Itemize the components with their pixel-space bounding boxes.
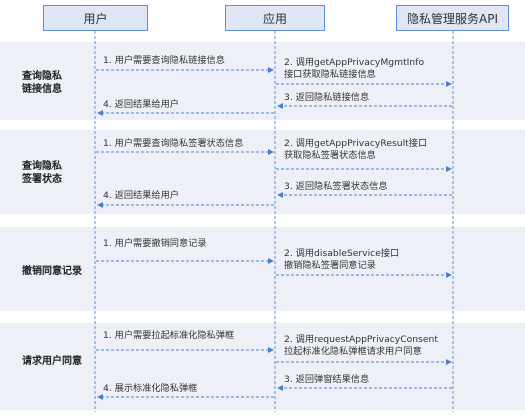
message-label: 2. 调用getAppPrivacyMgmtInfo 接口获取隐私链接信息 [284,57,425,80]
message-label: 1. 用户需要查询隐私签署状态信息 [103,138,244,149]
message-label: 4. 展示标准化隐私弹框 [103,383,198,394]
message-label: 4. 返回结果给用户 [103,99,179,110]
message-label: 1. 用户需要查询隐私链接信息 [103,55,225,66]
section-label-request: 请求用户同意 [22,356,82,367]
message-label: 2. 调用disableService接口 撤销隐私签署同意记录 [284,248,400,271]
section-band-3 [0,227,525,311]
section-label-query-link: 查询隐私 链接信息 [22,71,62,95]
section-band-2 [0,130,525,214]
section-label-query-sign: 查询隐私 签署状态 [22,161,62,185]
section-band-1 [0,42,525,120]
message-label: 3. 返回弹窗结果信息 [284,374,370,385]
participant-api: 隐私管理服务API [396,5,509,31]
participant-user: 用户 [43,5,148,31]
message-label: 4. 返回结果给用户 [103,190,179,201]
section-band-4 [0,323,525,410]
message-label: 3. 返回隐私链接信息 [284,92,370,103]
participant-app: 应用 [225,5,325,31]
section-label-revoke: 撤销同意记录 [22,266,82,277]
message-label: 1. 用户需要撤销同意记录 [103,238,207,249]
message-label: 3. 返回隐私签署状态信息 [284,181,388,192]
message-label: 1. 用户需要拉起标准化隐私弹框 [103,330,235,341]
message-label: 2. 调用requestAppPrivacyConsent 拉起标准化隐私弹框请… [284,334,438,357]
message-label: 2. 调用getAppPrivacyResult接口 获取隐私签署状态信息 [284,138,428,161]
